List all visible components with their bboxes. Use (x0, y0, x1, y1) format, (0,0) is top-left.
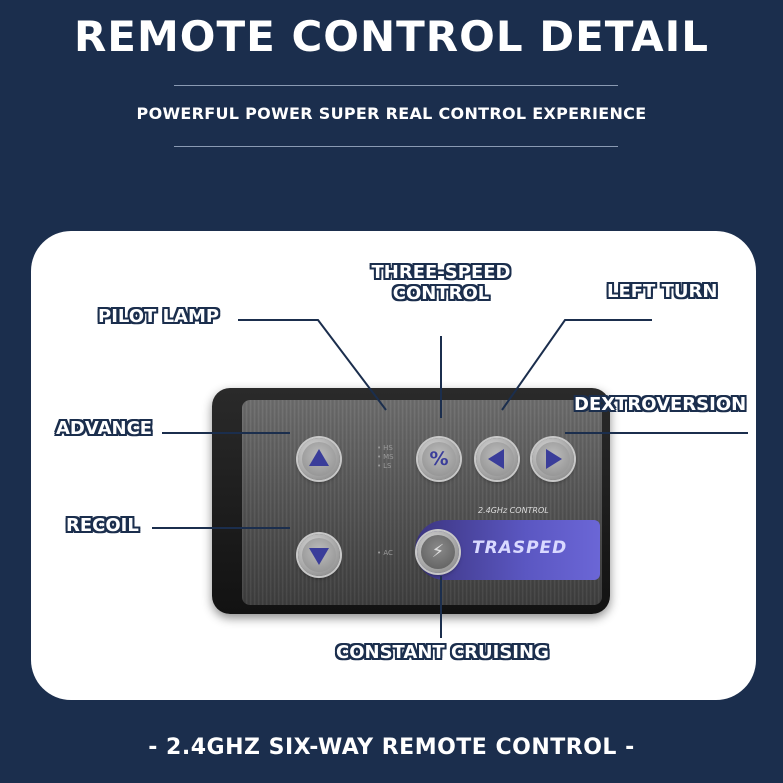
recoil-label: RECOIL (66, 515, 139, 536)
dextroversion-button[interactable] (532, 438, 574, 480)
triangle-left-icon (488, 449, 504, 469)
constant-cruising-button[interactable]: ⚡ (417, 531, 459, 573)
triangle-down-icon (309, 548, 329, 565)
page-subtitle: POWERFUL POWER SUPER REAL CONTROL EXPERI… (136, 104, 647, 123)
ac-indicator: • AC (377, 549, 393, 557)
indicator-ms: MS (383, 453, 394, 461)
three-speed-label: THREE-SPEED CONTROL (371, 262, 511, 304)
percent-icon: % (429, 448, 449, 470)
divider-bottom (174, 146, 618, 147)
recoil-button[interactable] (298, 534, 340, 576)
pilot-lamp-label: PILOT LAMP (98, 306, 220, 327)
indicator-hs: HS (383, 444, 393, 452)
divider-top (174, 85, 618, 86)
advance-button[interactable] (298, 438, 340, 480)
footer-caption: - 2.4GHZ SIX-WAY REMOTE CONTROL - (148, 735, 635, 760)
constant-cruising-label: CONSTANT CRUISING (336, 642, 549, 663)
lightning-icon: ⚡ (431, 541, 445, 562)
page-title: REMOTE CONTROL DETAIL (73, 12, 710, 61)
dextroversion-label: DEXTROVERSION (574, 394, 747, 415)
brand-logo: TRASPED (472, 538, 568, 558)
advance-label: ADVANCE (56, 418, 153, 439)
indicator-ls: LS (383, 462, 392, 470)
frequency-label: 2.4GHz CONTROL (478, 506, 549, 515)
three-speed-button[interactable]: % (418, 438, 460, 480)
indicator-ac: AC (383, 549, 393, 557)
triangle-up-icon (309, 449, 329, 466)
speed-indicators: •HS •MS •LS (377, 444, 394, 470)
triangle-right-icon (546, 449, 562, 469)
left-turn-label: LEFT TURN (607, 281, 718, 302)
left-turn-button[interactable] (476, 438, 518, 480)
